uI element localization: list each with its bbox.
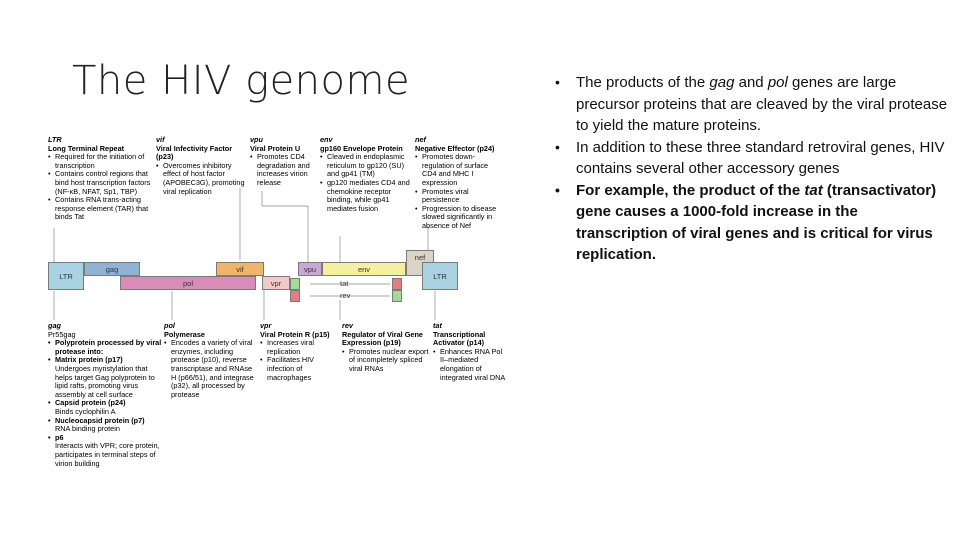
gag-box: gag <box>84 262 140 276</box>
connector-lines <box>53 188 436 320</box>
vpu-box: vpu <box>298 262 322 276</box>
env-annotation: env gp160 Envelope Protein Cleaved in en… <box>320 135 412 213</box>
bullet-item: For example, the product of the tat (tra… <box>552 180 952 266</box>
rev-annotation: rev Regulator of Viral Gene Expression (… <box>342 321 434 374</box>
vpu-annotation: vpu Viral Protein U Promotes CD4 degrada… <box>250 135 316 188</box>
rev-exon2-box <box>392 278 402 290</box>
pol-annotation: pol Polymerase Encodes a variety of vira… <box>164 321 258 399</box>
nef-annotation: nef Negative Effector (p24) Promotes dow… <box>415 135 499 231</box>
tat-annotation: tat Transcriptional Activator (p14) Enha… <box>433 321 507 382</box>
env-box: env <box>322 262 406 276</box>
rev-splice-label: rev <box>340 291 351 300</box>
slide-title: The HIV genome <box>72 58 411 104</box>
hiv-genome-diagram: LTR Long Terminal Repeat Required for th… <box>40 128 510 468</box>
bullet-item: The products of the gag and pol genes ar… <box>552 72 952 137</box>
gag-annotation: gag Pr55gag Polyprotein processed by vir… <box>48 321 164 468</box>
pol-box: pol <box>120 276 256 290</box>
ltr-left-box: LTR <box>48 262 84 290</box>
rev-exon1-box <box>290 290 300 302</box>
ltr-annotation: LTR Long Terminal Repeat Required for th… <box>48 135 158 222</box>
ltr-right-box: LTR <box>422 262 458 290</box>
tat-exon1-box <box>290 278 300 290</box>
vpr-annotation: vpr Viral Protein R (p15) Increases vira… <box>260 321 340 382</box>
vif-annotation: vif Viral Infectivity Factor (p23) Overc… <box>156 135 248 196</box>
tat-exon2-box <box>392 290 402 302</box>
bullet-item: In addition to these three standard retr… <box>552 137 952 180</box>
vif-box: vif <box>216 262 264 276</box>
bullet-list: The products of the gag and pol genes ar… <box>552 72 952 266</box>
tat-splice-label: tat <box>340 279 349 288</box>
vpr-box: vpr <box>262 276 290 290</box>
